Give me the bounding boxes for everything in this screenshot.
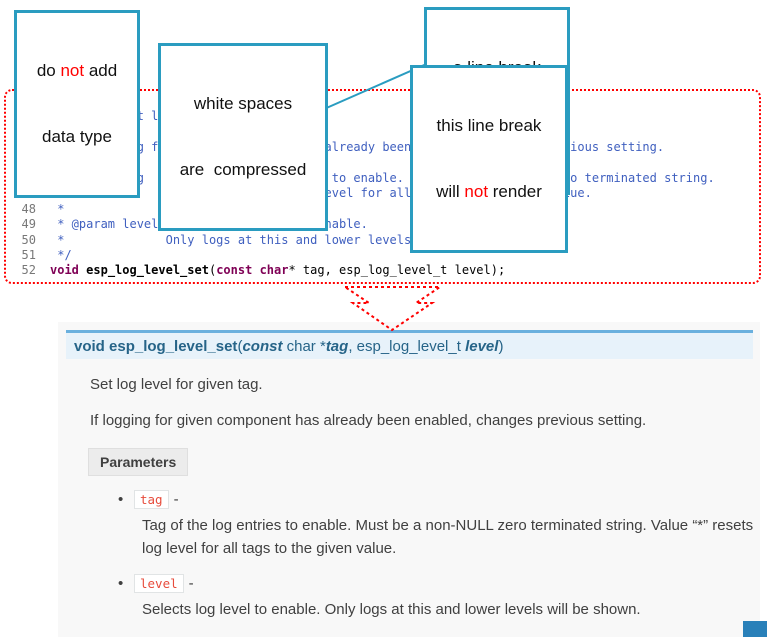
code-line: 50 * Only logs at this and lower levels … — [6, 233, 759, 248]
callout-line-break-not-render: this line break will not render — [410, 65, 568, 253]
bullet-icon: • — [118, 491, 124, 508]
callout-text: do not add — [23, 60, 131, 82]
parameter-dash: - — [188, 575, 194, 592]
parameter-description: Selects log level to enable. Only logs a… — [142, 601, 641, 618]
callout-text: this line break — [436, 116, 542, 135]
code-text: * @param tag Tag of the log entries to e… — [50, 170, 715, 185]
line-number: 50 — [21, 232, 36, 247]
callout-text: will not render — [419, 181, 559, 203]
callout-text-part: render — [488, 182, 542, 201]
fold-gutter — [36, 263, 50, 278]
code-line: 51 */ — [6, 248, 759, 263]
callout-white-spaces-compressed: white spaces are compressed — [158, 43, 328, 231]
code-text: */ — [50, 247, 72, 262]
brief-description: Set log level for given tag. — [90, 376, 263, 393]
parameter-name: level — [134, 574, 184, 593]
callout-text-part: do — [36, 61, 61, 80]
callout-text-part: will — [436, 182, 465, 201]
code-line: 48 * — [6, 202, 759, 217]
fold-gutter — [36, 202, 50, 217]
line-number: 51 — [21, 247, 36, 262]
code-line: 49 * @param level Selects log level to e… — [6, 217, 759, 232]
callout-text-part: add — [84, 61, 118, 80]
line-number: 49 — [21, 217, 36, 232]
parameter-name: tag — [134, 490, 169, 509]
function-signature: void esp_log_level_set(const char *tag, … — [66, 330, 753, 359]
fold-gutter — [36, 248, 50, 263]
code-text: void esp_log_level_set(const char* tag, … — [50, 263, 506, 278]
code-text: * If logging for given component has alr… — [50, 140, 665, 155]
detailed-description: If logging for given component has alrea… — [90, 412, 647, 429]
parameters-header: Parameters — [88, 448, 189, 476]
callout-text-emphasis: not — [464, 182, 489, 201]
code-line: 52 void esp_log_level_set(const char* tag… — [6, 263, 759, 278]
callout-text: white spaces — [193, 94, 293, 113]
parameter-dash: - — [173, 491, 179, 508]
callout-text-emphasis: not — [60, 61, 85, 80]
callout-text: are compressed — [179, 160, 307, 179]
parameter-item: • level- Selects log level to enable. Only… — [118, 574, 760, 621]
line-number: 48 — [21, 201, 36, 216]
code-text: * — [50, 201, 65, 216]
fold-gutter — [36, 217, 50, 232]
bullet-icon: • — [118, 575, 124, 592]
line-number: 52 — [21, 263, 36, 278]
callout-do-not-add-data-type: do not add data type — [14, 10, 140, 198]
parameter-item: • tag- Tag of the log entries to enable. M… — [118, 490, 760, 560]
rendered-doc-panel: void esp_log_level_set(const char *tag, … — [58, 322, 760, 637]
callout-text: data type — [42, 127, 112, 146]
parameters-list: •tag-Tag of the log entries to enable. M… — [118, 490, 760, 621]
fold-gutter — [36, 233, 50, 248]
button-fragment[interactable] — [743, 621, 767, 637]
parameter-description: Tag of the log entries to enable. Must b… — [142, 517, 754, 557]
